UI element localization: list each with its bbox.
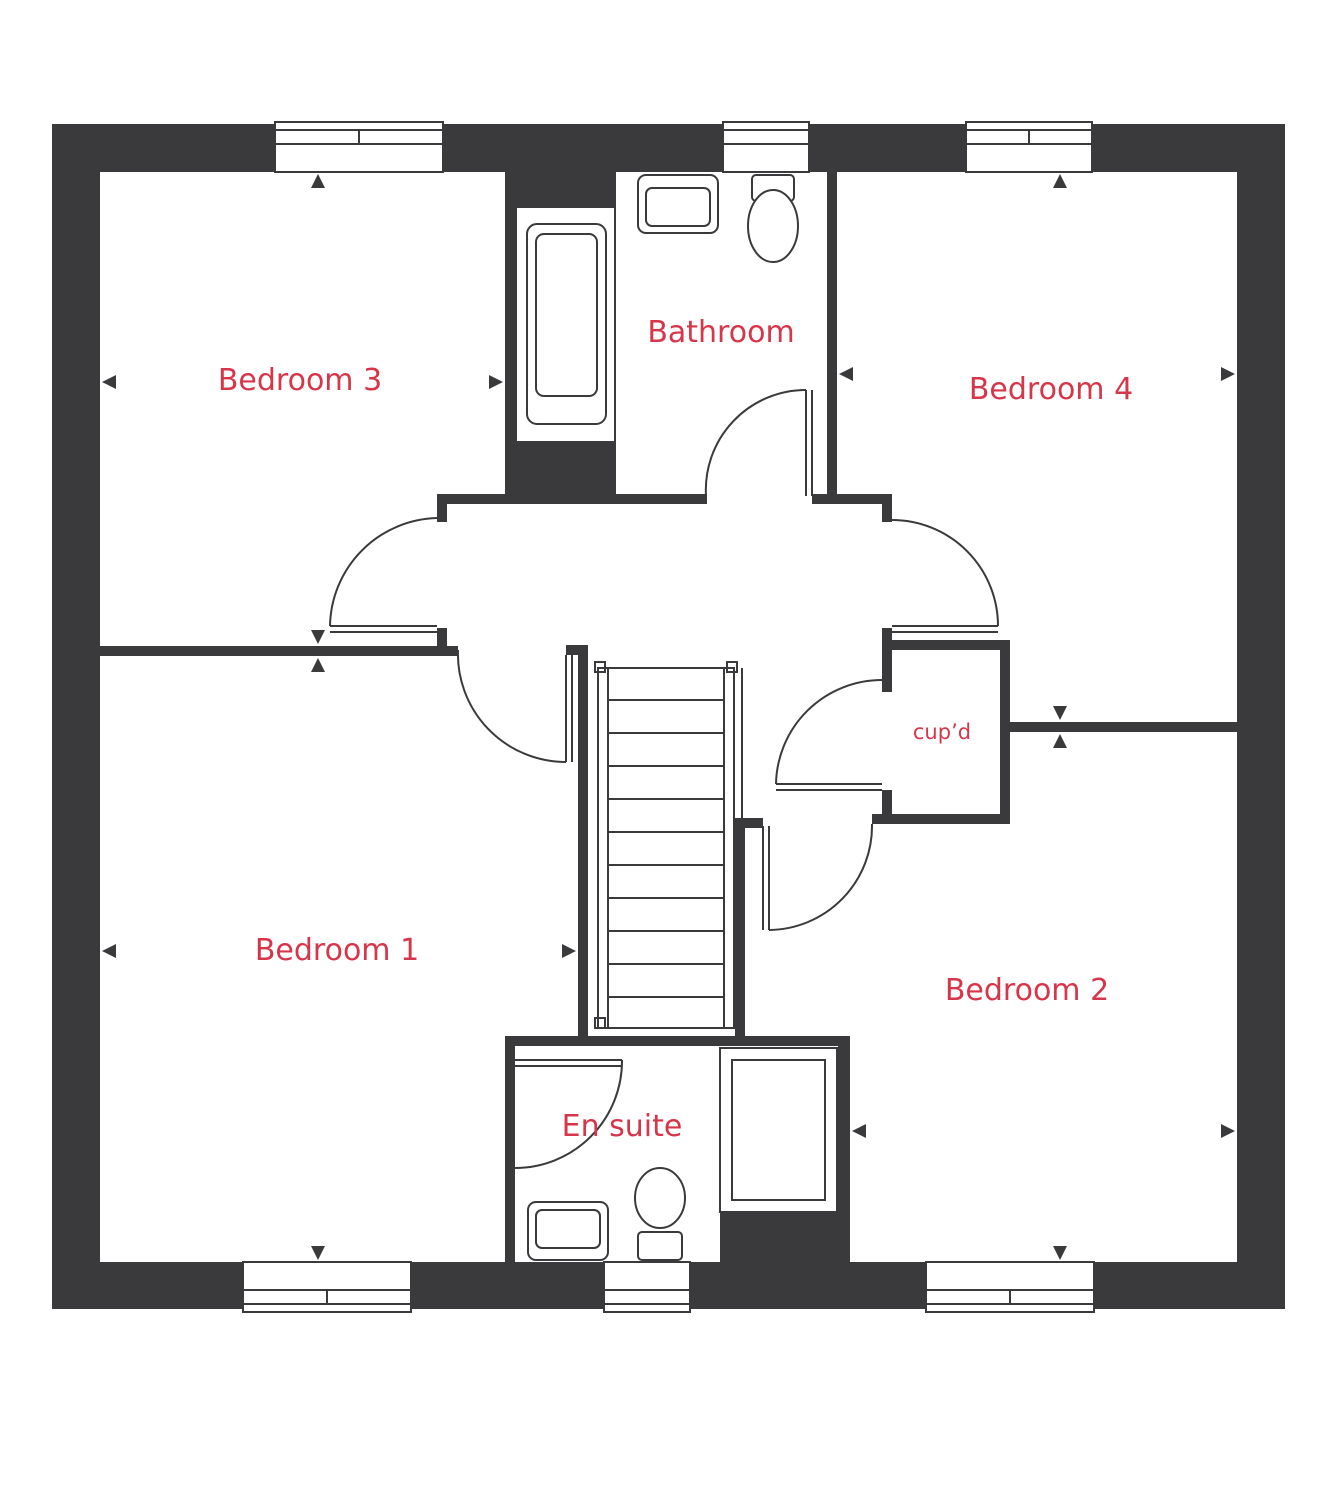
label-bedroom3: Bedroom 3 — [218, 363, 382, 398]
wall-corridor-right-step — [882, 628, 892, 650]
bathroom-toilet — [747, 174, 799, 263]
wall-corridor-top-right-step — [882, 494, 892, 522]
wall-cupd-left-top — [882, 640, 892, 692]
wall-bath-right — [827, 172, 837, 496]
wall-corridor-top-right — [812, 494, 892, 504]
wall-stair-left — [578, 648, 588, 1038]
wall-stair-left-top — [566, 645, 588, 655]
wall-cupd-bottom — [872, 814, 1010, 824]
wall-bed3-corner — [437, 628, 447, 656]
window-ensuite — [603, 1261, 691, 1313]
wall-ensuite-left — [505, 1036, 515, 1262]
window-bedroom4 — [965, 121, 1093, 173]
bedroom2-door — [762, 823, 874, 931]
label-bedroom4: Bedroom 4 — [969, 372, 1133, 407]
wall-bed4-bed2 — [1008, 722, 1237, 732]
cupboard-door — [775, 679, 883, 791]
wall-ensuite-door-jamb — [505, 1046, 515, 1060]
window-bathroom — [722, 121, 810, 173]
ensuite-shower — [719, 1047, 838, 1213]
window-bedroom2 — [925, 1261, 1095, 1313]
wall-corridor-top-left-step — [437, 494, 447, 522]
wall-cupd-left-bottom — [882, 790, 892, 824]
bathroom-basin — [637, 174, 719, 234]
wall-ensuite-top — [505, 1036, 845, 1046]
label-ensuite: En suite — [562, 1109, 683, 1144]
wall-stair-right — [735, 818, 745, 1038]
wall-cupd-top — [882, 640, 1010, 650]
wall-ensuite-right — [838, 1036, 850, 1262]
ensuite-toilet — [634, 1167, 686, 1261]
bathtub — [515, 206, 616, 443]
window-bedroom3 — [274, 121, 444, 173]
wall-cupd-right — [1000, 640, 1010, 824]
bedroom3-door — [329, 517, 438, 633]
label-bedroom2: Bedroom 2 — [945, 973, 1109, 1008]
dimension-markers — [102, 174, 1235, 1260]
wall-bed3-bed1 — [100, 646, 458, 656]
window-bedroom1 — [242, 1261, 412, 1313]
bedroom4-door — [891, 519, 999, 633]
ensuite-basin — [527, 1201, 609, 1261]
bathroom-door — [704, 388, 813, 497]
label-cupboard: cup’d — [913, 720, 971, 744]
label-bedroom1: Bedroom 1 — [255, 933, 419, 968]
wall-stair-right-top — [735, 818, 763, 828]
ensuite-door — [514, 1059, 624, 1169]
wall-corridor-top-left — [437, 494, 707, 504]
label-bathroom: Bathroom — [647, 315, 794, 350]
wall-ensuite-bottom-block — [720, 1212, 850, 1262]
bedroom1-door — [456, 649, 573, 763]
staircase — [594, 661, 743, 1029]
